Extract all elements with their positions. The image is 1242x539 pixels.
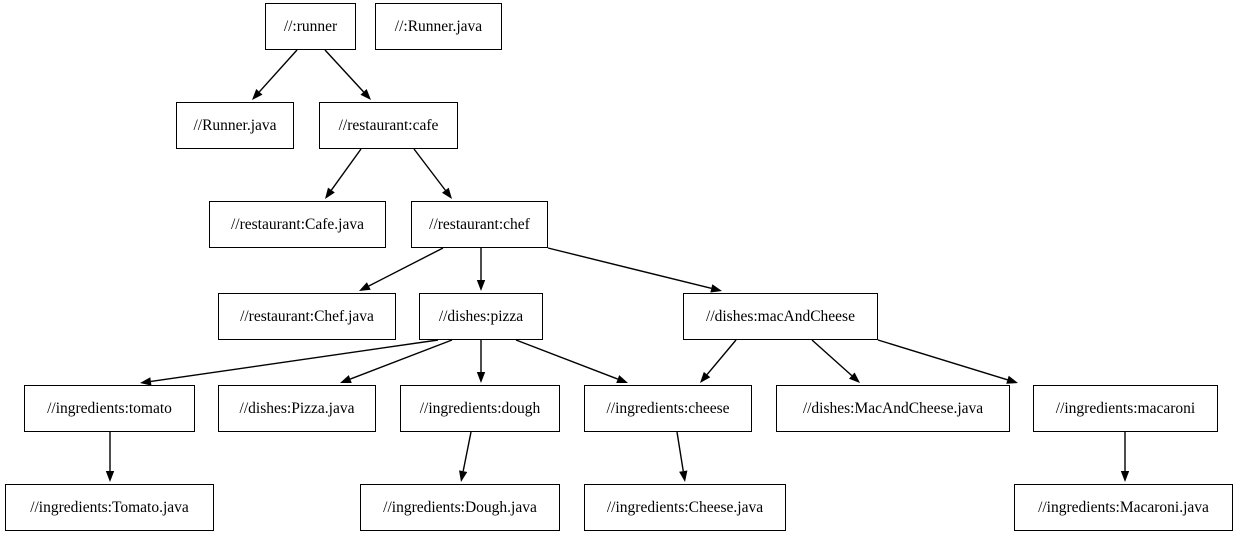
graph-node-runner[interactable]: //:runner — [265, 3, 356, 50]
graph-node-dishes_macandcheese_java[interactable]: //dishes:MacAndCheese.java — [776, 385, 1010, 432]
edge-arrowhead-icon — [476, 372, 486, 383]
edge-line — [676, 431, 684, 472]
graph-node-label: //dishes:pizza — [438, 307, 524, 325]
graph-node-label: //dishes:macAndCheese — [706, 307, 855, 325]
graph-node-label: //ingredients:Cheese.java — [606, 498, 764, 516]
graph-node-dishes_pizza[interactable]: //dishes:pizza — [419, 293, 543, 340]
graph-node-dishes_pizza_java[interactable]: //dishes:Pizza.java — [218, 385, 376, 432]
graph-node-label: //:Runner.java — [394, 17, 483, 35]
graph-edge — [105, 432, 115, 482]
edge-arrowhead-icon — [616, 375, 628, 383]
graph-node-ingredients_tomato_java[interactable]: //ingredients:Tomato.java — [5, 484, 214, 531]
graph-edge — [515, 339, 628, 383]
edge-arrowhead-icon — [849, 372, 860, 383]
edge-arrowhead-icon — [359, 282, 371, 291]
graph-node-label: //:runner — [283, 17, 338, 35]
graph-node-label: //dishes:Pizza.java — [239, 399, 355, 417]
graph-node-restaurant_chef[interactable]: //restaurant:chef — [411, 201, 548, 248]
graph-node-ingredients_macaroni_java[interactable]: //ingredients:Macaroni.java — [1014, 484, 1233, 531]
graph-node-label: //ingredients:Macaroni.java — [1038, 498, 1209, 516]
graph-edge — [547, 247, 722, 293]
graph-edge — [252, 49, 298, 100]
edge-arrowhead-icon — [459, 470, 468, 482]
graph-edge — [325, 148, 362, 199]
graph-edge — [340, 339, 453, 383]
edge-line — [330, 148, 362, 191]
edge-arrowhead-icon — [710, 284, 722, 293]
graph-node-ingredients_macaroni[interactable]: //ingredients:macaroni — [1033, 385, 1218, 432]
graph-node-ingredients_cheese[interactable]: //ingredients:cheese — [584, 385, 752, 432]
graph-edge — [324, 49, 371, 100]
edge-line — [413, 148, 446, 191]
edge-arrowhead-icon — [105, 471, 115, 482]
graph-node-label: //ingredients:Dough.java — [383, 498, 537, 516]
edge-line — [258, 49, 298, 93]
graph-node-label: //Runner.java — [193, 116, 277, 134]
edge-line — [515, 339, 618, 380]
graph-edge — [459, 431, 472, 482]
edge-arrowhead-icon — [140, 377, 152, 386]
edge-arrowhead-icon — [679, 470, 688, 482]
graph-node-label: //restaurant:Chef.java — [240, 307, 374, 325]
edge-line — [547, 247, 712, 290]
graph-node-restaurant_cafe[interactable]: //restaurant:cafe — [319, 102, 458, 149]
edge-arrowhead-icon — [1120, 471, 1130, 482]
graph-node-label: //ingredients:macaroni — [1055, 399, 1196, 417]
edge-arrowhead-icon — [340, 375, 352, 383]
graph-node-ingredients_dough_java[interactable]: //ingredients:Dough.java — [360, 484, 560, 531]
edge-line — [877, 339, 1008, 381]
graph-edge — [476, 340, 486, 383]
edge-arrowhead-icon — [360, 89, 371, 100]
edge-arrowhead-icon — [325, 187, 335, 199]
graph-node-label: //dishes:MacAndCheese.java — [802, 399, 984, 417]
graph-edge — [413, 148, 452, 199]
graph-node-label: //restaurant:cafe — [338, 116, 439, 134]
graph-edge — [877, 339, 1018, 384]
graph-node-label: //ingredients:Tomato.java — [30, 498, 189, 516]
edge-arrowhead-icon — [476, 280, 486, 291]
graph-node-label: //ingredients:tomato — [47, 399, 172, 417]
edge-arrowhead-icon — [442, 187, 452, 199]
graph-node-runner_java_root[interactable]: //:Runner.java — [375, 3, 502, 50]
graph-node-label: //restaurant:Cafe.java — [231, 215, 364, 233]
graph-node-runner_java[interactable]: //Runner.java — [176, 102, 294, 149]
graph-edge — [140, 339, 439, 386]
graph-edge — [700, 339, 737, 383]
graph-node-label: //restaurant:chef — [429, 215, 530, 233]
graph-node-dishes_macandcheese[interactable]: //dishes:macAndCheese — [683, 293, 878, 340]
graph-node-label: //ingredients:dough — [419, 399, 541, 417]
graph-edge — [811, 339, 860, 383]
edge-line — [150, 339, 439, 383]
edge-line — [706, 339, 737, 376]
graph-edge — [476, 248, 486, 291]
edge-line — [811, 339, 853, 377]
edge-arrowhead-icon — [700, 371, 711, 383]
graph-node-ingredients_cheese_java[interactable]: //ingredients:Cheese.java — [584, 484, 786, 531]
graph-node-restaurant_chef_java[interactable]: //restaurant:Chef.java — [218, 293, 396, 340]
graph-node-restaurant_cafe_java[interactable]: //restaurant:Cafe.java — [209, 201, 386, 248]
graph-node-label: //ingredients:cheese — [606, 399, 730, 417]
edge-arrowhead-icon — [1006, 375, 1018, 384]
edge-line — [368, 247, 444, 287]
graph-node-ingredients_tomato[interactable]: //ingredients:tomato — [24, 385, 195, 432]
graph-edge — [676, 431, 688, 482]
graph-edge — [359, 247, 444, 291]
edge-line — [324, 49, 365, 93]
edge-arrowhead-icon — [252, 89, 263, 100]
edge-line — [462, 431, 472, 472]
graph-edge — [1120, 432, 1130, 482]
edge-line — [350, 339, 453, 380]
graph-node-ingredients_dough[interactable]: //ingredients:dough — [400, 385, 560, 432]
